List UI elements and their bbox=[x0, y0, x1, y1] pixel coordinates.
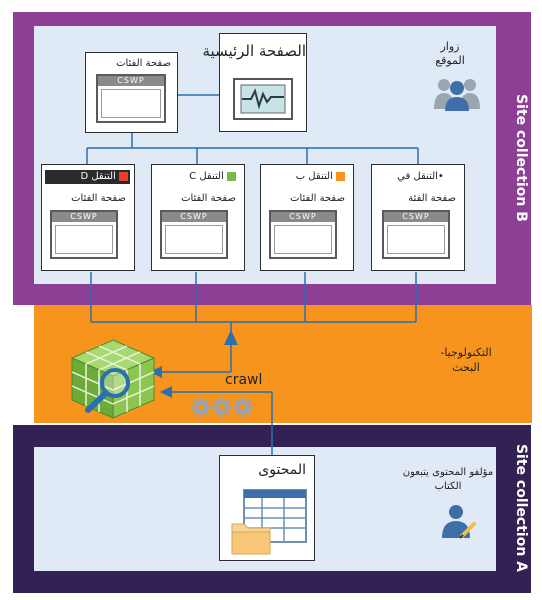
monitor-icon bbox=[233, 78, 293, 120]
site-visitors-line2: الموقع bbox=[435, 54, 465, 67]
nav-page-b: التنقل ب صفحة الفئات CSWP bbox=[260, 164, 354, 271]
search-technology-label: التكنولوجيا- البحث bbox=[426, 345, 506, 375]
cswp-webpart: CSWP bbox=[160, 210, 228, 259]
nav-page-d: التنقل D صفحة الفئات CSWP bbox=[41, 164, 135, 271]
users-group-icon bbox=[434, 79, 480, 111]
nav-title-c: التنقل C bbox=[189, 171, 224, 182]
cswp-webpart: CSWP bbox=[50, 210, 118, 259]
nav-swatch-c bbox=[227, 171, 236, 181]
site-visitors-line1: زوار bbox=[440, 40, 460, 53]
content-authors-label: مؤلفو المحتوى يتبعون الكتاب bbox=[392, 466, 504, 494]
nav-swatch-b bbox=[336, 171, 345, 181]
home-page-title: الصفحة الرئيسية bbox=[202, 42, 307, 60]
nav-title-d: التنقل D bbox=[80, 171, 116, 182]
nav-subtitle-b: صفحة الفئات bbox=[290, 193, 345, 204]
search-label-line1: التكنولوجيا- bbox=[440, 346, 492, 359]
nav-title-bar bbox=[45, 170, 130, 184]
author-icon bbox=[442, 505, 476, 539]
authors-line2: الكتاب bbox=[434, 481, 462, 492]
authors-line1: مؤلفو المحتوى يتبعون bbox=[402, 467, 494, 478]
nav-page-a: •التنقل في صفحة الفئة CSWP bbox=[371, 164, 465, 271]
crawl-label: crawl bbox=[225, 372, 263, 388]
nav-subtitle-a: صفحة الفئة bbox=[408, 193, 456, 204]
nav-title-b: التنقل ب bbox=[295, 171, 333, 182]
cswp-label: CSWP bbox=[384, 212, 448, 222]
nav-subtitle-d: صفحة الفئات bbox=[71, 193, 126, 204]
content-box: المحتوى bbox=[219, 455, 315, 561]
cswp-label: CSWP bbox=[52, 212, 116, 222]
content-list-folder-icon bbox=[231, 489, 307, 555]
nav-subtitle-c: صفحة الفئات bbox=[181, 193, 236, 204]
cswp-webpart: CSWP bbox=[269, 210, 337, 259]
cswp-label: CSWP bbox=[162, 212, 226, 222]
category-page-title: صفحة الفئات bbox=[116, 58, 171, 69]
nav-page-c: التنقل C صفحة الفئات CSWP bbox=[151, 164, 245, 271]
home-page-box: الصفحة الرئيسية bbox=[202, 33, 307, 132]
cswp-webpart: CSWP bbox=[382, 210, 450, 259]
nav-swatch-d bbox=[119, 171, 128, 181]
content-title: المحتوى bbox=[258, 462, 306, 478]
crawl-gears-icon bbox=[191, 397, 253, 417]
search-label-line2: البحث bbox=[452, 361, 480, 374]
cswp-label: CSWP bbox=[271, 212, 335, 222]
nav-title-a: •التنقل في bbox=[397, 171, 444, 182]
search-index-cube-icon bbox=[70, 339, 156, 419]
cswp-webpart: CSWP bbox=[96, 74, 166, 123]
site-visitors-label: زوار الموقع bbox=[420, 40, 480, 68]
cswp-label: CSWP bbox=[98, 76, 164, 86]
nav-swatch-a bbox=[447, 171, 456, 181]
category-page-box: صفحة الفئات CSWP bbox=[85, 52, 178, 133]
